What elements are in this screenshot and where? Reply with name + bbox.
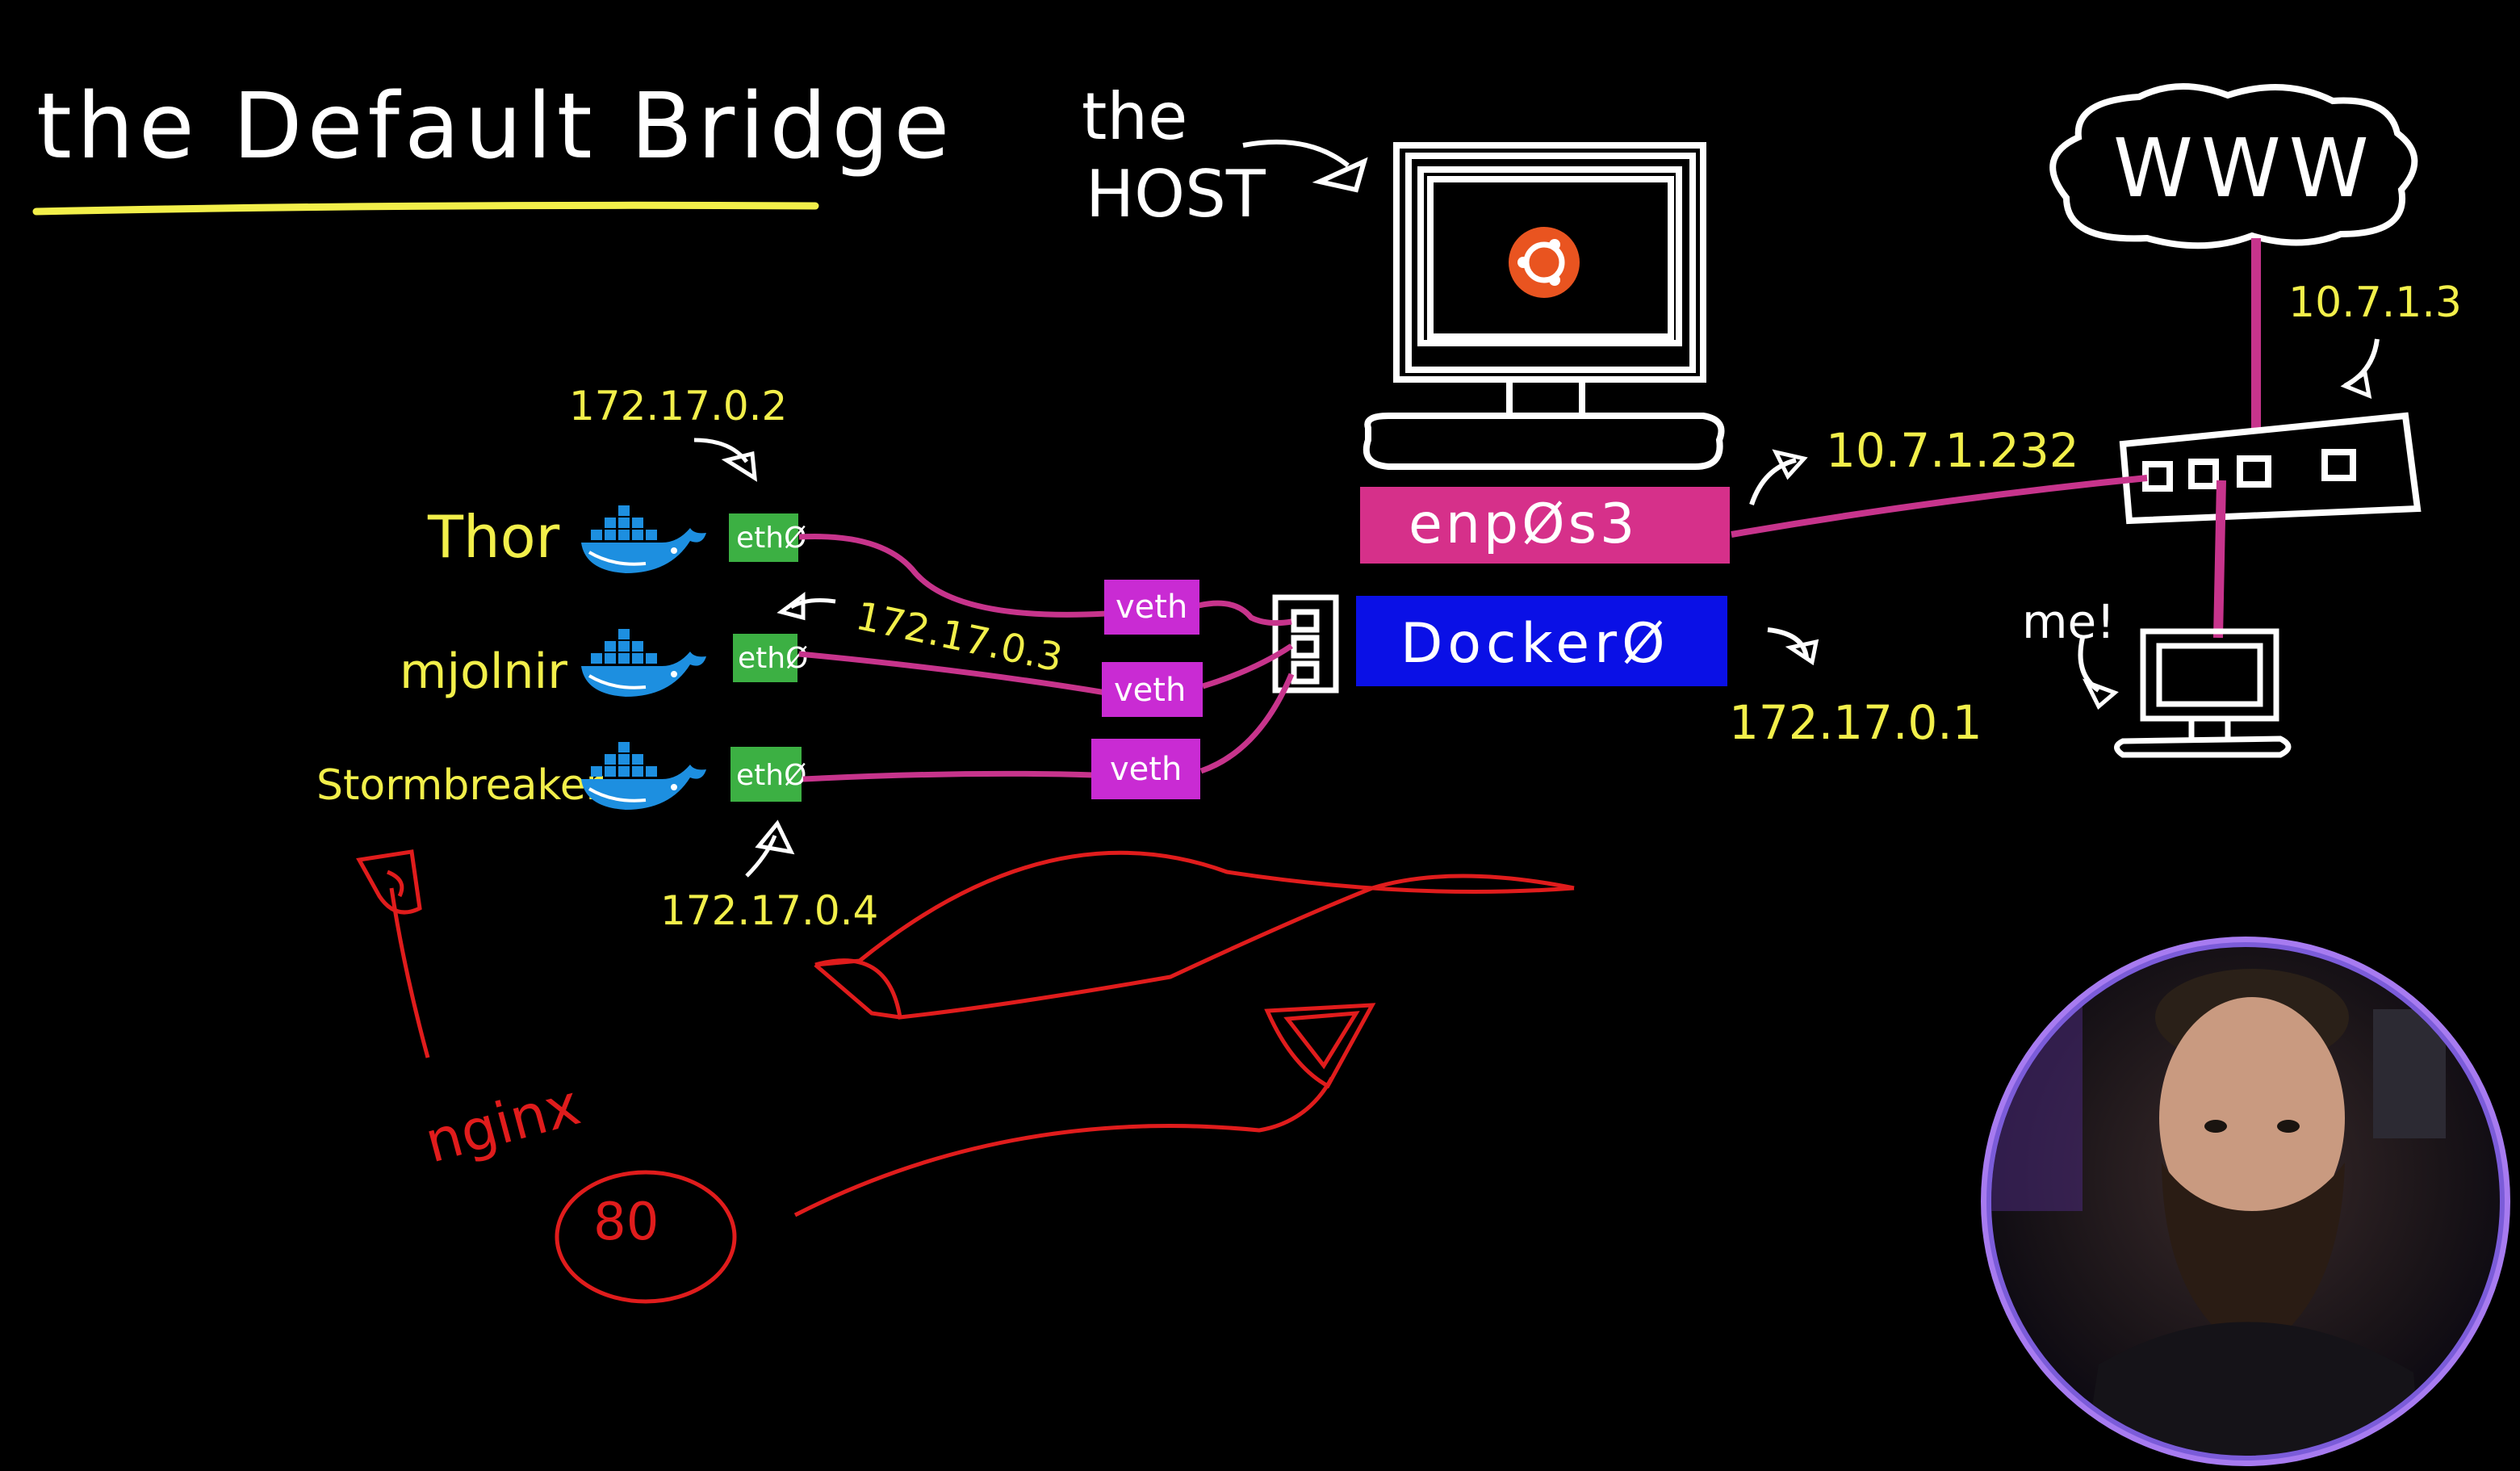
bridge-arrowhead-icon bbox=[1785, 639, 1819, 666]
host-interface-bar bbox=[1360, 487, 1730, 564]
me-label: me! bbox=[2022, 594, 2115, 649]
nginx-label: nginx bbox=[418, 1071, 587, 1176]
router-to-laptop-cable bbox=[2213, 480, 2226, 639]
nginx-port: 80 bbox=[593, 1192, 659, 1252]
eth-label-mjolnir: ethØ bbox=[738, 642, 808, 675]
container-ip-thor: 172.17.0.2 bbox=[569, 383, 787, 430]
container-name-thor: Thor bbox=[427, 503, 560, 571]
title-underline bbox=[32, 201, 819, 216]
veth-cable-thor bbox=[798, 534, 1107, 618]
eth-interface-mjolnir bbox=[733, 634, 797, 682]
diagram-title: the Default Bridge bbox=[36, 74, 954, 179]
container-ip-stormbreaker: 172.17.0.4 bbox=[660, 887, 878, 934]
container-ip-mjolnir: 172.17.0.3 bbox=[852, 593, 1067, 681]
docker-whale-icon bbox=[580, 504, 708, 575]
eth-interface-stormbreaker bbox=[730, 747, 802, 802]
internet-label: WWW bbox=[2113, 121, 2377, 216]
host-to-router-cable bbox=[1731, 475, 2148, 538]
host-label-line2: HOST bbox=[1086, 157, 1266, 232]
bridge-cable-1 bbox=[1198, 600, 1292, 627]
ip-arrowhead-stormbreaker-icon bbox=[755, 819, 795, 855]
router-ip-arrow bbox=[2343, 338, 2380, 388]
bridge-arrow bbox=[1767, 627, 1809, 659]
host-label-line1: the bbox=[1082, 79, 1187, 154]
monitor-icon bbox=[1363, 142, 1725, 470]
eth-label-thor: ethØ bbox=[736, 522, 806, 555]
host-interface-arrowhead-icon bbox=[1772, 449, 1808, 480]
veth-mjolnir bbox=[1102, 662, 1203, 717]
ip-arrowhead-mjolnir-icon bbox=[777, 592, 806, 621]
veth-thor bbox=[1104, 580, 1199, 635]
container-name-mjolnir: mjolnir bbox=[400, 643, 567, 700]
veth-stormbreaker bbox=[1091, 739, 1200, 799]
ubuntu-logo-icon bbox=[1509, 227, 1580, 298]
presenter-webcam bbox=[1981, 937, 2510, 1466]
router-ip: 10.7.1.3 bbox=[2288, 279, 2462, 327]
host-arrowhead-icon bbox=[1312, 157, 1368, 193]
ip-arrow-mjolnir bbox=[789, 598, 836, 610]
veth-cable-stormbreaker bbox=[802, 770, 1095, 782]
container-name-stormbreaker: Stormbreaker bbox=[316, 761, 604, 810]
switch-icon bbox=[2119, 412, 2422, 525]
bridge-cable-2 bbox=[1201, 643, 1293, 689]
docker-whale-icon bbox=[580, 740, 708, 811]
host-interface-ip: 10.7.1.232 bbox=[1826, 423, 2079, 478]
laptop-icon bbox=[2114, 628, 2292, 758]
ip-arrow-stormbreaker bbox=[745, 835, 777, 878]
ip-arrowhead-thor-icon bbox=[721, 451, 757, 482]
eth-interface-thor bbox=[729, 513, 798, 562]
me-arrowhead-icon bbox=[2082, 678, 2119, 710]
bridge-name: DockerØ bbox=[1400, 612, 1670, 676]
docker-whale-icon bbox=[580, 627, 708, 698]
host-arrow bbox=[1242, 139, 1350, 168]
bridge-bar bbox=[1356, 596, 1727, 686]
bridge-cable-3 bbox=[1199, 673, 1295, 774]
eth-label-stormbreaker: ethØ bbox=[736, 759, 806, 792]
veth-label-mjolnir: veth bbox=[1114, 672, 1186, 709]
cloud-icon bbox=[2049, 83, 2418, 249]
host-interface-name: enpØs3 bbox=[1409, 492, 1638, 556]
nginx-annotation bbox=[356, 849, 1575, 1304]
host-interface-arrow bbox=[1749, 458, 1797, 505]
bridge-ip: 172.17.0.1 bbox=[1729, 695, 1982, 750]
veth-cable-mjolnir bbox=[798, 651, 1107, 696]
router-ip-arrowhead-icon bbox=[2340, 369, 2372, 399]
bridge-port-block bbox=[1272, 594, 1339, 694]
veth-label-stormbreaker: veth bbox=[1110, 751, 1182, 788]
veth-label-thor: veth bbox=[1116, 589, 1187, 626]
